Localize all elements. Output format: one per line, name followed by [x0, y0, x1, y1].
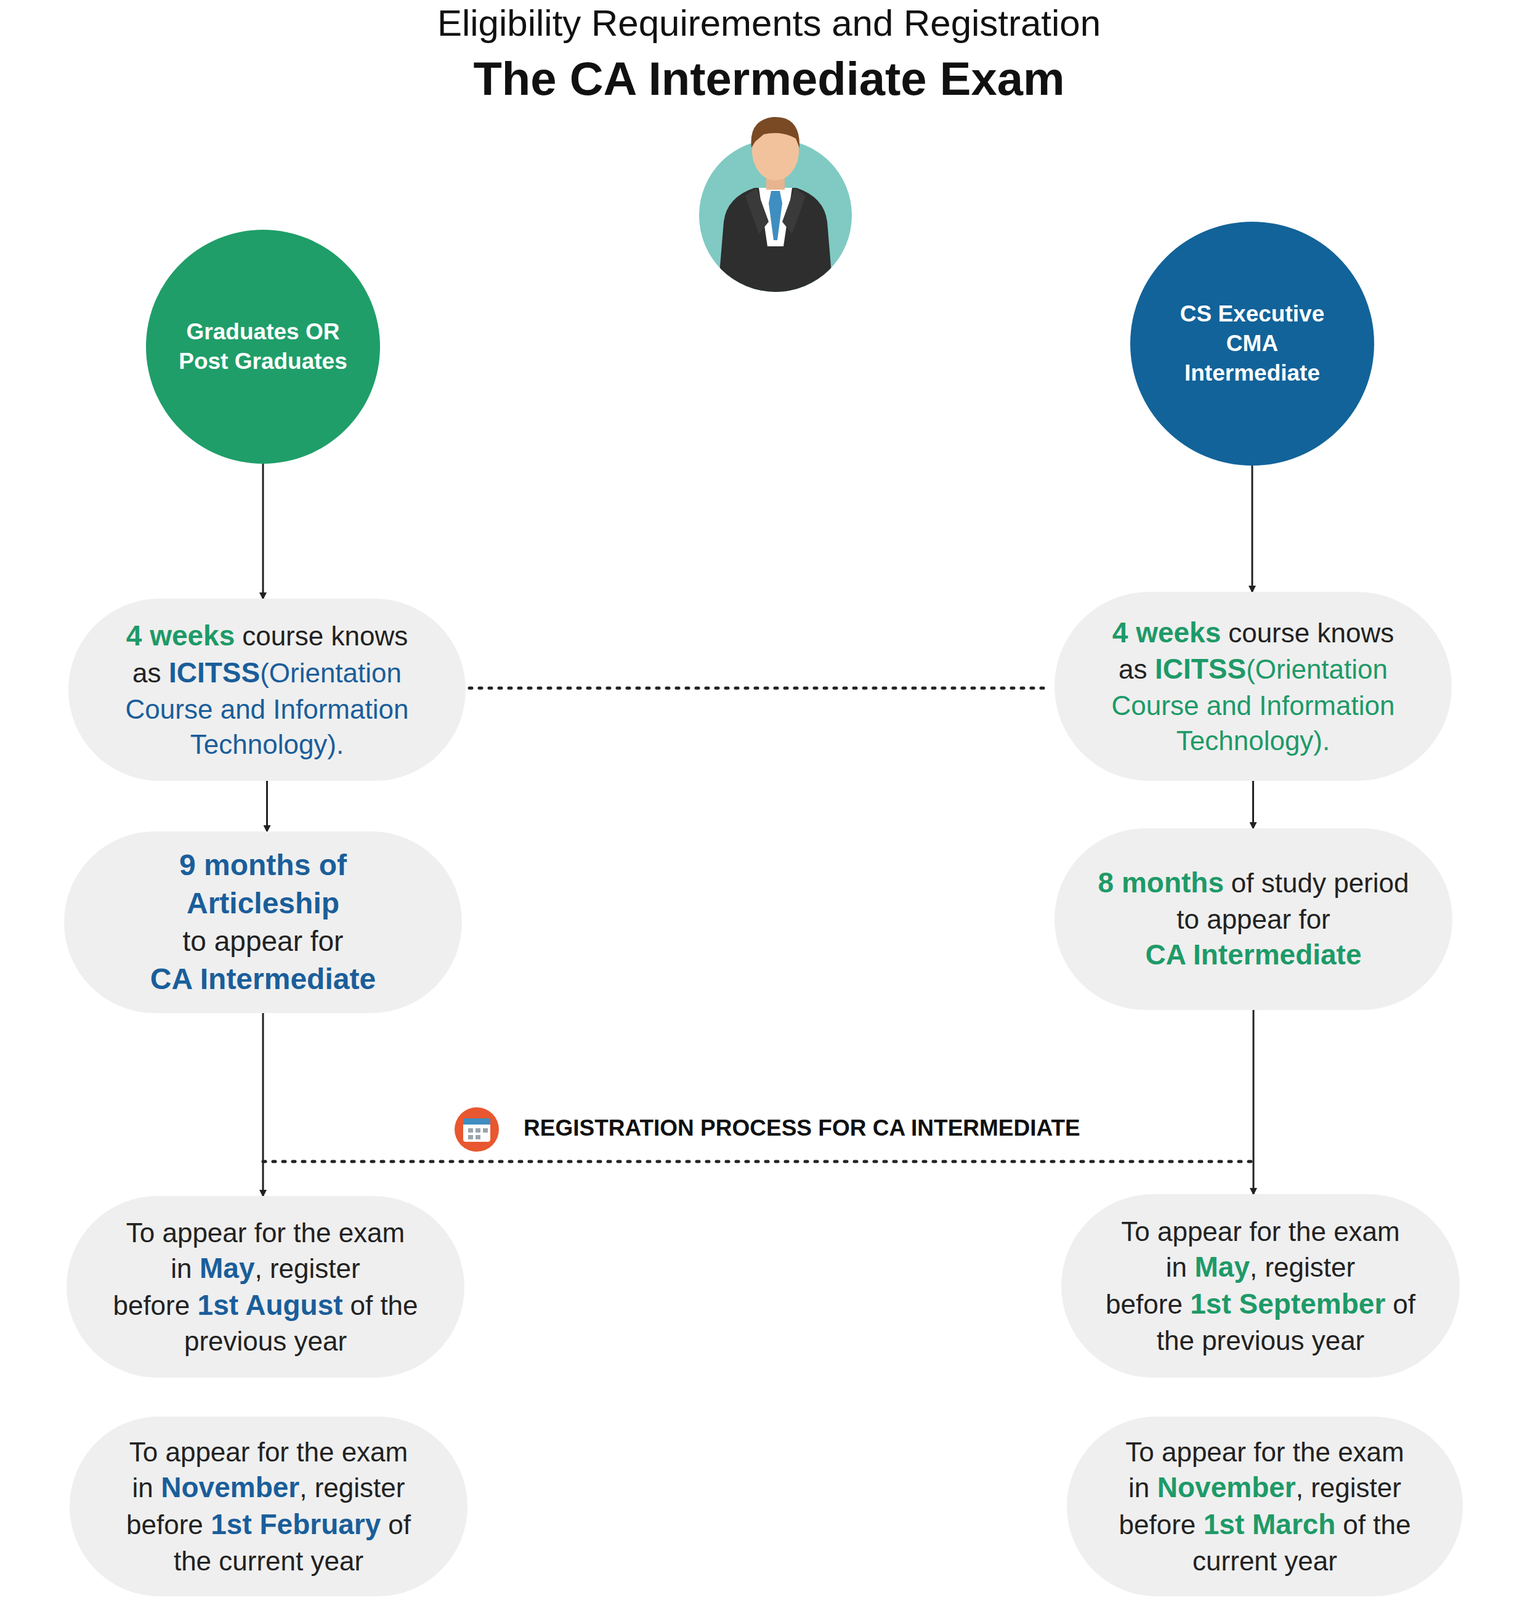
arrow-connector: [1252, 781, 1255, 829]
arrow-connector: [262, 1013, 265, 1197]
emphasis-text: 1st March: [1203, 1508, 1336, 1541]
text-wrap: CS Executive CMA Intermediate: [1161, 299, 1344, 389]
step-box: To appear for the exam inNovember, regis…: [69, 1416, 468, 1597]
arrow-connector: [262, 463, 265, 599]
emphasis-text: 8 months: [1098, 866, 1224, 899]
emphasis-text: November: [1157, 1471, 1296, 1504]
step-box: To appear for the exam inMay, register b…: [1061, 1194, 1460, 1378]
step-box: 4 weekscourse knows asICITSS(Orientation…: [1054, 591, 1452, 782]
step-box: To appear for the exam inNovember, regis…: [1066, 1416, 1463, 1597]
emphasis-text: 4 weeks: [126, 619, 235, 652]
arrow-connector: [266, 781, 268, 832]
body-text: (Orientation Course and Information Tech…: [1111, 654, 1396, 756]
text-wrap: To appear for the exam inMay, register b…: [109, 1215, 422, 1360]
emphasis-text: CA Intermediate: [107, 960, 419, 999]
emphasis-text: 1st February: [210, 1508, 381, 1541]
category-circle: CS Executive CMA Intermediate: [1130, 221, 1375, 466]
section-label: REGISTRATION PROCESS FOR CA INTERMEDIATE: [521, 1115, 1083, 1142]
text-wrap: 9 months of Articleshipto appear forCA I…: [107, 846, 419, 999]
emphasis-text: 4 weeks: [1112, 616, 1221, 649]
text-wrap: To appear for the exam inMay, register b…: [1104, 1214, 1417, 1359]
text-wrap: Graduates OR Post Graduates: [176, 317, 350, 377]
emphasis-text: Graduates OR Post Graduates: [178, 319, 347, 374]
text-wrap: 4 weekscourse knows asICITSS(Orientation…: [111, 617, 423, 762]
body-text: to appear for: [107, 923, 419, 961]
dotted-connector: [469, 686, 1051, 690]
arrow-connector: [1251, 465, 1254, 592]
emphasis-text: 1st August: [197, 1289, 344, 1322]
step-box: 4 weekscourse knows asICITSS(Orientation…: [68, 598, 466, 782]
calendar-icon: [454, 1107, 499, 1152]
category-circle: Graduates OR Post Graduates: [145, 229, 381, 464]
emphasis-text: CA Intermediate: [1097, 936, 1410, 974]
emphasis-text: 1st September: [1189, 1287, 1386, 1320]
arrow-connector: [1252, 1010, 1255, 1195]
emphasis-text: 9 months of Articleship: [107, 846, 419, 924]
emphasis-text: CS Executive CMA Intermediate: [1180, 301, 1325, 386]
step-box: 9 months of Articleshipto appear forCA I…: [64, 831, 462, 1014]
emphasis-text: May: [199, 1252, 255, 1285]
subtitle: Eligibility Requirements and Registratio…: [0, 1, 1538, 46]
step-box: 8 monthsof study period to appear forCA …: [1054, 828, 1453, 1011]
emphasis-text: May: [1194, 1250, 1250, 1284]
text-wrap: To appear for the exam inNovember, regis…: [112, 1434, 425, 1579]
step-box: To appear for the exam inMay, register b…: [66, 1196, 465, 1378]
body-text: (Orientation Course and Information Tech…: [125, 657, 409, 760]
text-wrap: 8 monthsof study period to appear forCA …: [1097, 864, 1410, 974]
avatar-illustration: [699, 117, 852, 296]
text-wrap: 4 weekscourse knows asICITSS(Orientation…: [1097, 614, 1409, 759]
title: The CA Intermediate Exam: [0, 50, 1538, 107]
registration-guide: [263, 1160, 1254, 1164]
emphasis-text: November: [160, 1471, 300, 1504]
emphasis-text: ICITSS: [168, 656, 260, 689]
emphasis-text: ICITSS: [1154, 652, 1247, 685]
text-wrap: To appear for the exam inNovember, regis…: [1109, 1434, 1420, 1579]
